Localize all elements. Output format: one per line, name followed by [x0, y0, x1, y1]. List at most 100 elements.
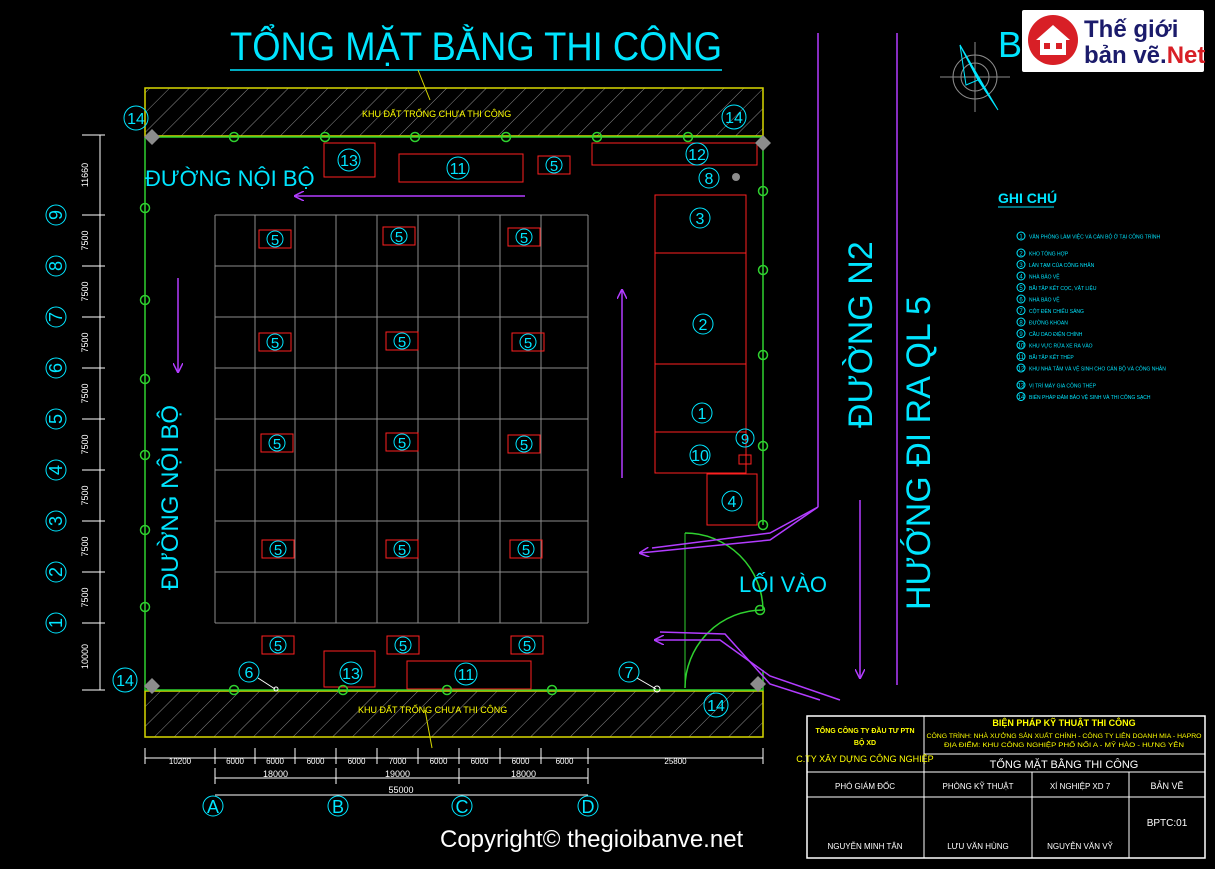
- empty-land-label-bottom: KHU ĐẤT TRỐNG CHƯA THI CÔNG: [358, 704, 507, 715]
- svg-text:5: 5: [395, 229, 403, 246]
- bottom-dim-label: 6000: [266, 757, 284, 766]
- svg-text:12: 12: [688, 147, 706, 164]
- left-dim-label: 7500: [80, 281, 90, 301]
- svg-text:5: 5: [524, 335, 532, 352]
- svg-text:1: 1: [698, 406, 707, 423]
- svg-text:5: 5: [398, 435, 406, 452]
- fence-post: [139, 449, 151, 461]
- facility-5-marker: 5: [385, 432, 419, 452]
- north-arrow-icon: B: [940, 24, 1022, 112]
- left-dim-label: 7500: [80, 536, 90, 556]
- empty-land-bottom: KHU ĐẤT TRỐNG CHƯA THI CÔNG: [144, 690, 764, 749]
- grid-row-label: 3: [46, 516, 66, 526]
- tb-company-1: TỔNG CÔNG TY ĐẦU TƯ PTN: [815, 725, 914, 735]
- facility-5-marker: 5: [507, 434, 541, 454]
- facility-5-marker: 5: [382, 226, 416, 246]
- svg-text:13: 13: [342, 666, 360, 683]
- fence-post: [228, 131, 240, 143]
- facility-11-bottom: 11: [406, 660, 532, 690]
- house-icon: [1028, 15, 1078, 65]
- fence-post: [546, 684, 558, 696]
- facility-5-marker: 5: [261, 635, 295, 655]
- left-dimension-chain: 1166075007500750075007500750075007500100…: [45, 134, 105, 691]
- svg-text:5: 5: [1019, 286, 1023, 292]
- left-dim-label: 7500: [80, 434, 90, 454]
- logo-text-line-1: Thế giới: [1084, 16, 1179, 43]
- brand-logo[interactable]: Thế giới bản vẽ.Net: [1022, 10, 1205, 72]
- svg-text:7: 7: [1019, 309, 1023, 315]
- fence-post: [319, 131, 331, 143]
- bottom-dim-label: 7000: [389, 757, 407, 766]
- svg-text:VỊ TRÍ MÁY GIA CÔNG THÉP: VỊ TRÍ MÁY GIA CÔNG THÉP: [1029, 383, 1097, 390]
- svg-text:5: 5: [550, 158, 558, 175]
- title-block: TỔNG CÔNG TY ĐẦU TƯ PTN BỘ XD C.TY XÂY D…: [796, 715, 1206, 859]
- tb-role-4: BẢN VẼ: [1150, 780, 1183, 791]
- svg-text:14: 14: [707, 698, 725, 715]
- facility-8: 8: [698, 167, 740, 189]
- legend-item: 7 CỘT ĐÈN CHIẾU SÁNG: [1016, 306, 1084, 315]
- legend-item: 1 VĂN PHÒNG LÀM VIỆC VÀ CÁN BỘ Ở TẠI CÔNG…: [1016, 231, 1160, 241]
- grid-row-label: 8: [46, 261, 66, 271]
- svg-text:BÃI TẬP KẾT CỌC, VẬT LIỆU: BÃI TẬP KẾT CỌC, VẬT LIỆU: [1029, 284, 1097, 292]
- svg-text:13: 13: [1018, 384, 1025, 390]
- fence-post: [228, 684, 240, 696]
- svg-text:4: 4: [728, 494, 737, 511]
- svg-text:CẦU DAO ĐIỆN CHÍNH: CẦU DAO ĐIỆN CHÍNH: [1029, 330, 1083, 338]
- facility-13-top: 13: [323, 142, 376, 178]
- svg-text:7: 7: [625, 665, 634, 682]
- grid-col-label: A: [207, 797, 219, 817]
- fence-post: [139, 373, 151, 385]
- facility-5-marker: 5: [385, 331, 419, 351]
- svg-text:5: 5: [522, 542, 530, 559]
- svg-text:3: 3: [696, 211, 705, 228]
- tb-drawing-name: TỔNG MẶT BẰNG THI CÔNG: [990, 758, 1139, 771]
- svg-text:14: 14: [116, 673, 134, 690]
- fence-post: [757, 185, 769, 197]
- logo-text-line-2a: bản vẽ.: [1084, 42, 1167, 69]
- entrance-label: LỐI VÀO: [739, 571, 827, 597]
- grid-row-label: 1: [46, 618, 66, 628]
- svg-text:5: 5: [398, 334, 406, 351]
- tb-name-3: NGUYỄN VĂN VỸ: [1047, 842, 1113, 851]
- left-dim-label: 7500: [80, 485, 90, 505]
- corner-marker: 14: [721, 104, 771, 151]
- fence-post: [441, 684, 453, 696]
- bottom-dim-label: 6000: [512, 757, 530, 766]
- building-grid: [214, 214, 589, 624]
- svg-text:8: 8: [705, 171, 714, 188]
- fence-post: [337, 684, 349, 696]
- fence-post: [757, 519, 769, 531]
- empty-land-label-top: KHU ĐẤT TRỐNG CHƯA THI CÔNG: [362, 108, 511, 119]
- svg-text:1: 1: [1019, 235, 1023, 241]
- grid-row-label: 2: [46, 567, 66, 577]
- fence-post: [682, 131, 694, 143]
- svg-text:2: 2: [699, 317, 708, 334]
- svg-text:6: 6: [1019, 298, 1023, 304]
- svg-text:VĂN PHÒNG LÀM VIỆC VÀ CÁN BỘ Ở: VĂN PHÒNG LÀM VIỆC VÀ CÁN BỘ Ở TẠI CÔNG …: [1029, 233, 1160, 241]
- fence-post: [139, 294, 151, 306]
- legend-item: 11 BÃI TẬP KẾT THÉP: [1016, 352, 1074, 361]
- svg-text:CỘT ĐÈN CHIẾU SÁNG: CỘT ĐÈN CHIẾU SÁNG: [1029, 308, 1084, 315]
- svg-text:5: 5: [273, 436, 281, 453]
- facility-5-marker: 5: [510, 635, 544, 655]
- grid-row-label: 4: [46, 465, 66, 475]
- svg-text:BÃI TẬP KẾT THÉP: BÃI TẬP KẾT THÉP: [1029, 354, 1074, 361]
- tb-role-3: XÍ NGHIỆP XD 7: [1050, 782, 1111, 791]
- svg-text:11: 11: [450, 161, 467, 178]
- facility-5-marker: 5: [537, 155, 571, 175]
- ql5-direction-label: HƯỚNG ĐI RA QL 5: [900, 296, 938, 610]
- tb-role-2: PHÒNG KỸ THUẬT: [943, 782, 1014, 791]
- facility-5-marker: 5: [258, 332, 292, 352]
- tb-location-line: ĐỊA ĐIỂM: KHU CÔNG NGHIỆP PHỐ NỐI A - MỸ…: [944, 741, 1184, 749]
- corner-marker: 14: [703, 676, 766, 718]
- facility-5-marker: 5: [261, 539, 295, 559]
- svg-text:KHO TỔNG HỢP: KHO TỔNG HỢP: [1029, 251, 1069, 258]
- svg-text:11: 11: [1018, 355, 1025, 361]
